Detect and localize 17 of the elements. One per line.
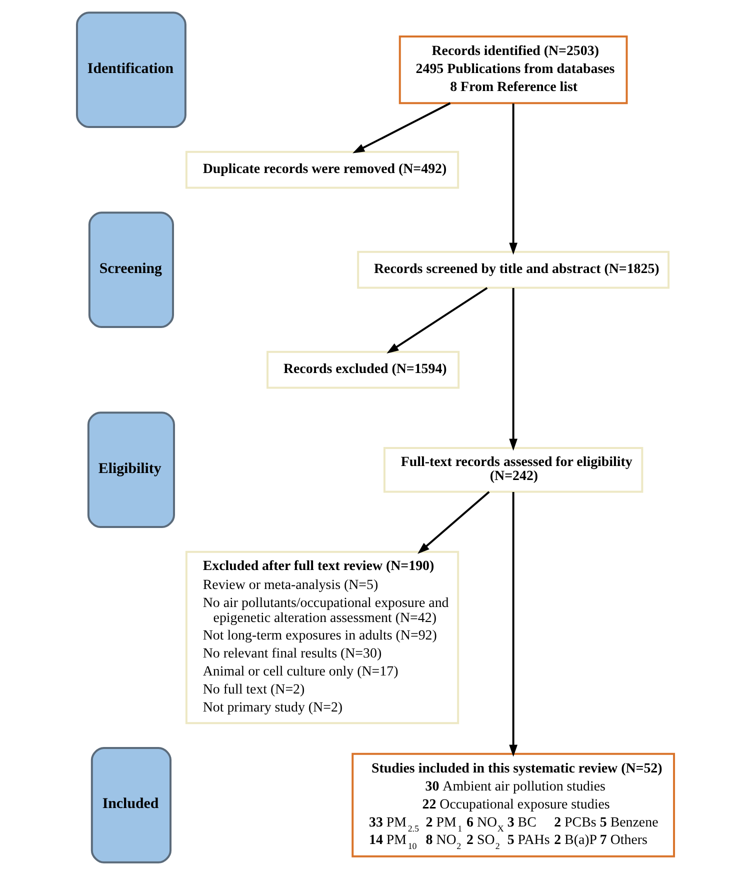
node-box: Included: [90, 746, 171, 864]
arrow: [508, 288, 517, 451]
arrow: [417, 491, 490, 554]
node-box: Duplicate records were removed (N=492): [184, 150, 459, 189]
node-box: Full-text records assessed for eligibility (N=242): [382, 446, 643, 493]
node-box: Identification: [75, 12, 186, 128]
node-box: Records identified (N=2503) 2495 Publications from databases 8 From Reference list: [398, 36, 628, 104]
node-box: Studies included in this systematic review (N=52) 30 Ambient air pollution studies 22 Occupational exposure studies 33 PM$_{2.5}$ 2 PM$_{1}$ 6 NO$_{X}$ 3 BC 2 PCBs 5 Benzene 14 PM$_{10}$ 8 NO$_{2}$ 2 SO$_{2}$ 5 PAHs 2 B(a)P 7 Others: [351, 752, 675, 858]
arrow: [386, 287, 488, 354]
node-box: Records screened by title and abstract (N=1825): [356, 250, 670, 289]
node-box: Eligibility: [86, 412, 174, 528]
node-box: Records excluded (N=1594): [266, 350, 460, 389]
node-box: Screening: [88, 212, 174, 328]
node-box: Excluded after full text review (N=190) Review or meta-analysis (N=5) No air pollutants/occupational exposure and epigenetic alteration assessment (N=42) Not long-term exposures in adults (N=92) No relevant final results (N=30) Animal or cell culture only (N=17) No full text (N=2) Not primary study (N=2): [184, 550, 459, 724]
arrow: [508, 104, 517, 255]
arrow: [508, 492, 517, 757]
arrow: [352, 102, 450, 154]
